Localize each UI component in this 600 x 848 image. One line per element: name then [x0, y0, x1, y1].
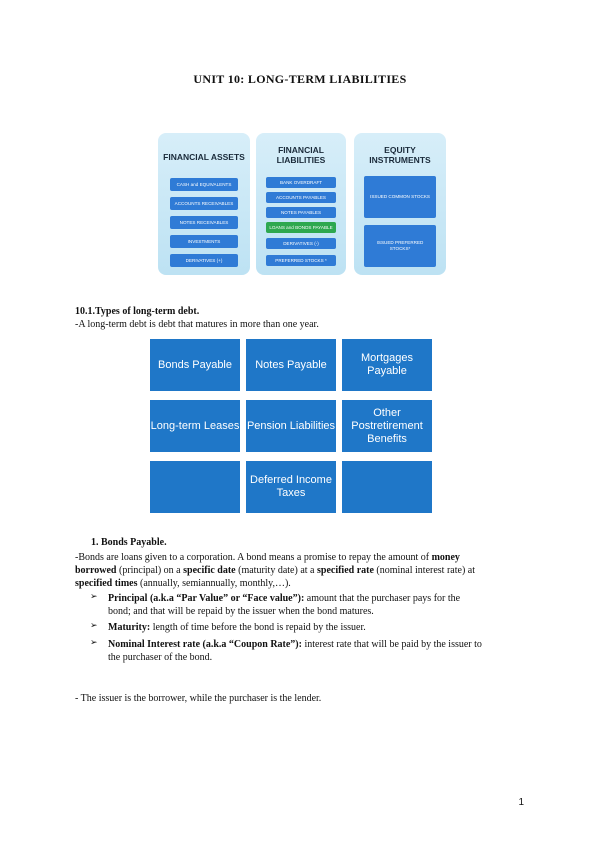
page-title: UNIT 10: LONG-TERM LIABILITIES: [193, 72, 407, 86]
bold-term: specific date: [183, 565, 236, 576]
grid-cell: Bonds Payable: [150, 339, 240, 391]
grid-cell: Long-term Leases: [150, 400, 240, 452]
bold-term: Principal (a.k.a “Par Value” or “Face va…: [108, 593, 305, 604]
panel-item: ACCOUNTS PAYABLES: [266, 192, 336, 203]
bold-term: borrowed: [75, 565, 117, 576]
bold-term: Nominal Interest rate (a.k.a “Coupon Rat…: [108, 639, 302, 650]
page-number: 1: [518, 797, 524, 808]
panel-item: DERIVATIVES (-): [266, 238, 336, 249]
arrowhead-icon: ➢: [90, 592, 98, 602]
bullet-principal-cont: bond; and that will be repaid by the iss…: [108, 606, 374, 617]
text-span: (maturity date) at a: [235, 565, 317, 576]
bonds-paragraph-line2: borrowed (principal) on a specific date …: [75, 564, 475, 577]
panel-equity-instruments: EQUITY INSTRUMENTS ISSUED COMMON STOCKS …: [354, 133, 446, 275]
panel-heading: FINANCIAL ASSETS: [163, 152, 245, 162]
panel-item: CASH and EQUIVALENTS: [170, 178, 238, 191]
bold-term: money: [431, 552, 460, 563]
closing-line: - The issuer is the borrower, while the …: [75, 693, 322, 704]
grid-cell: Pension Liabilities: [246, 400, 336, 452]
panel-item: BANK OVERDRAFT: [266, 177, 336, 188]
panel-item: NOTES RECEIVABLES: [170, 216, 238, 229]
bonds-paragraph-line3: specified times (annually, semiannually,…: [75, 577, 291, 590]
panel-financial-liabilities: FINANCIAL LIABILITIES BANK OVERDRAFT ACC…: [256, 133, 346, 275]
bold-term: specified times: [75, 578, 138, 589]
bullet-principal: Principal (a.k.a “Par Value” or “Face va…: [108, 592, 460, 605]
arrowhead-icon: ➢: [90, 621, 98, 631]
arrowhead-icon: ➢: [90, 638, 98, 648]
panel-heading: FINANCIAL LIABILITIES: [276, 145, 326, 165]
bonds-paragraph-line1: -Bonds are loans given to a corporation.…: [75, 551, 460, 564]
grid-cell: Other Postretirement Benefits: [342, 400, 432, 452]
panel-item: PREFERRED STOCKS *: [266, 255, 336, 266]
grid-cell: Mortgages Payable: [342, 339, 432, 391]
bold-term: specified rate: [316, 565, 374, 576]
text-span: -Bonds are loans given to a corporation.…: [75, 552, 432, 563]
panel-item: ISSUED COMMON STOCKS: [364, 176, 436, 218]
panel-item: ACCOUNTS RECEIVABLES: [170, 197, 238, 210]
text-span: length of time before the bond is repaid…: [150, 622, 366, 633]
section-heading: 10.1.Types of long-term debt.: [75, 306, 200, 317]
panel-item: ISSUED PREFERRED STOCKS*: [364, 225, 436, 267]
bullet-maturity: Maturity: length of time before the bond…: [108, 621, 366, 634]
bullet-interest-rate: Nominal Interest rate (a.k.a “Coupon Rat…: [108, 638, 482, 651]
section-intro: -A long-term debt is debt that matures i…: [75, 319, 319, 330]
panel-item: INVESTMENTS: [170, 235, 238, 248]
bold-term: Maturity:: [108, 622, 151, 633]
bullet-interest-rate-cont: the purchaser of the bond.: [108, 652, 213, 663]
panel-heading: EQUITY INSTRUMENTS: [369, 145, 431, 165]
text-span: (nominal interest rate) at: [373, 565, 475, 576]
panel-item: DERIVATIVES (+): [170, 254, 238, 267]
panel-item-highlighted: LOANS and BONDS PAYABLE: [266, 222, 336, 233]
grid-cell: [150, 461, 240, 513]
text-span: amount that the purchaser pays for the: [304, 593, 461, 604]
financial-instruments-diagram: FINANCIAL ASSETS CASH and EQUIVALENTS AC…: [158, 133, 446, 275]
panel-financial-assets: FINANCIAL ASSETS CASH and EQUIVALENTS AC…: [158, 133, 250, 275]
text-span: (annually, semiannually, monthly,…).: [137, 578, 291, 589]
text-span: (principal) on a: [116, 565, 184, 576]
text-span: interest rate that will be paid by the i…: [301, 639, 482, 650]
long-term-debt-types-grid: Bonds Payable Notes Payable Mortgages Pa…: [150, 339, 432, 513]
grid-cell: Notes Payable: [246, 339, 336, 391]
bonds-heading: 1. Bonds Payable.: [91, 537, 167, 548]
grid-cell: Deferred Income Taxes: [246, 461, 336, 513]
grid-cell: [342, 461, 432, 513]
panel-item: NOTES PAYABLES: [266, 207, 336, 218]
